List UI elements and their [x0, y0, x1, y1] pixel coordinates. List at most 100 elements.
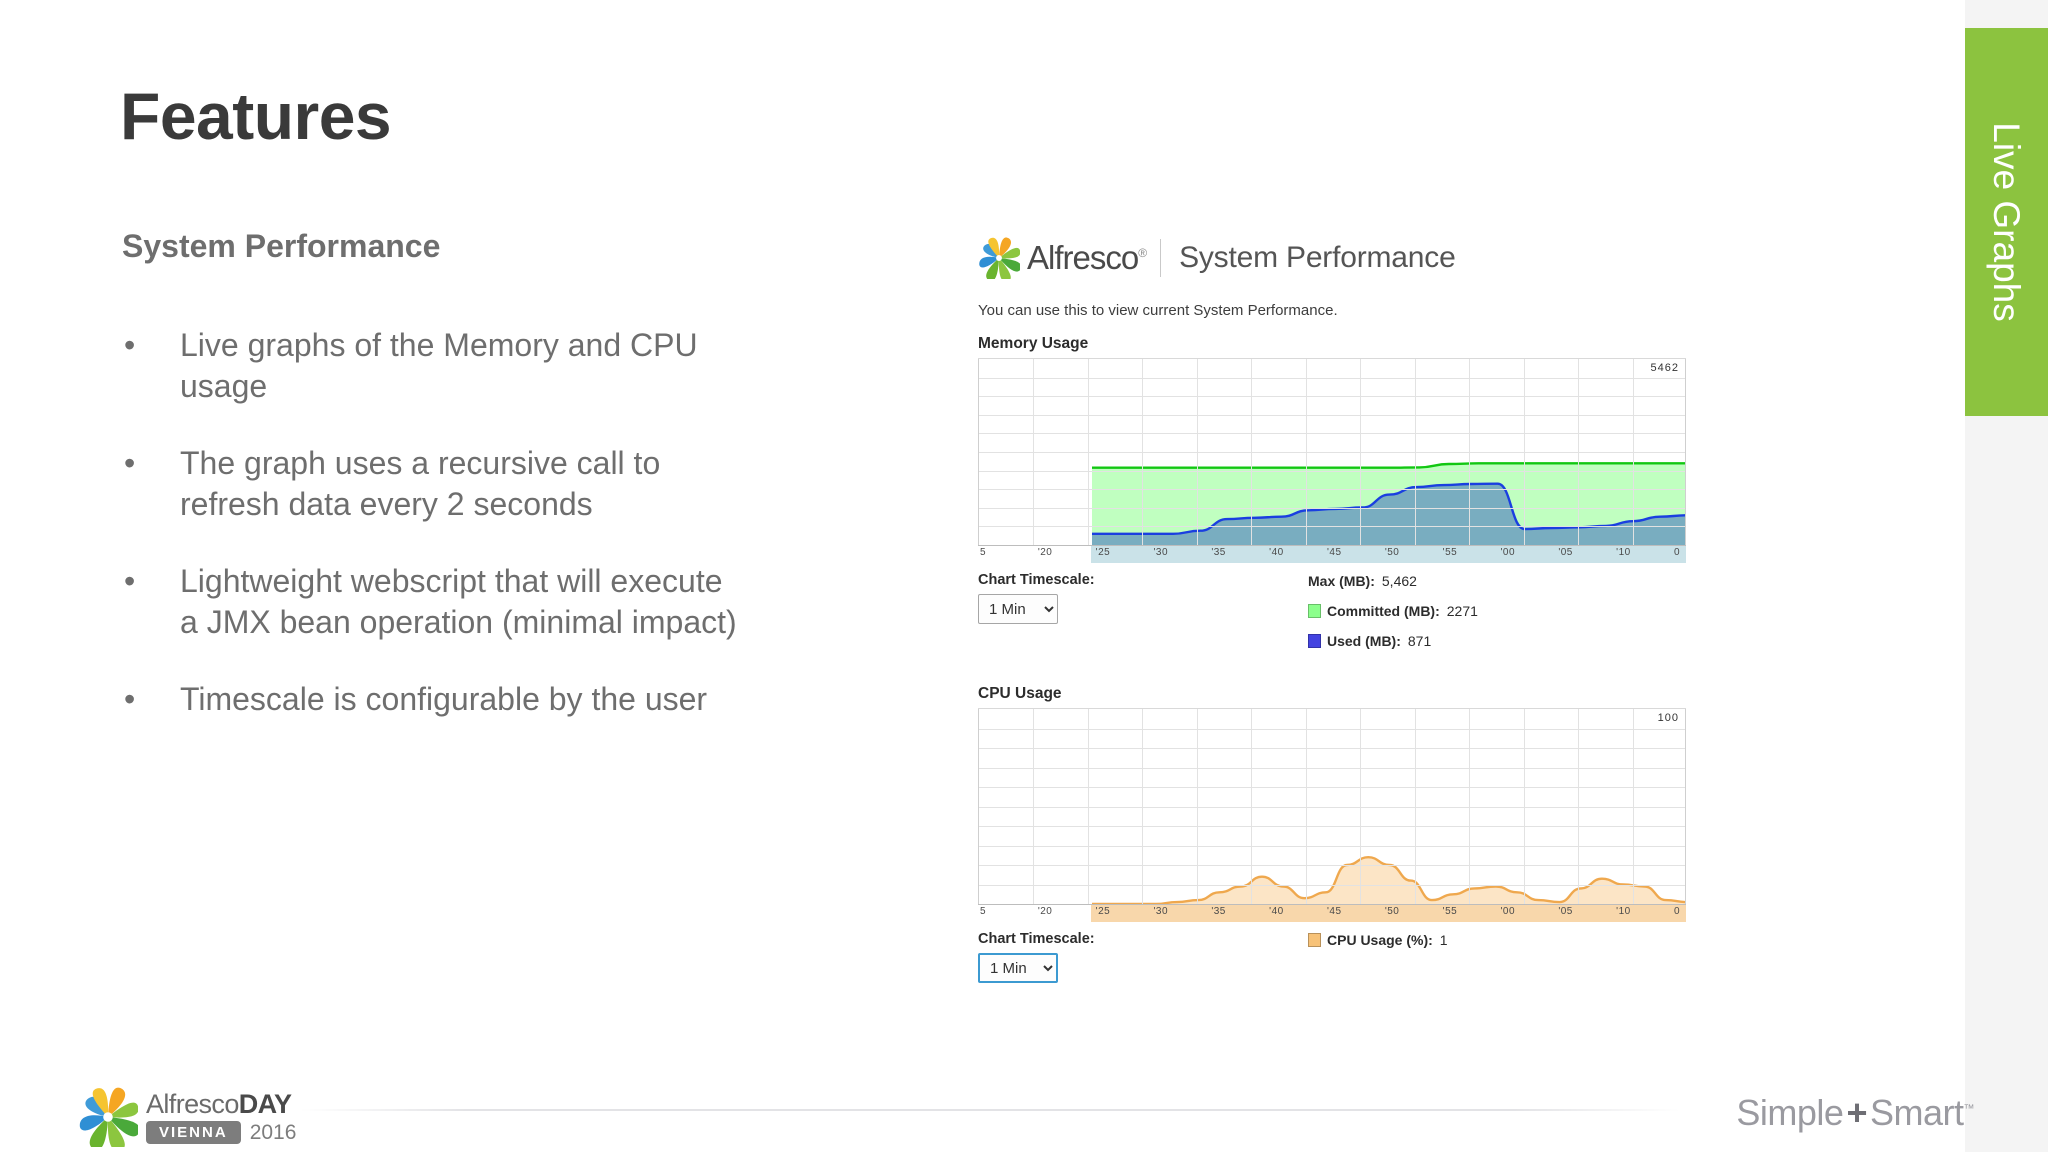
- app-title: System Performance: [1179, 241, 1456, 274]
- gridline-horizontal: [979, 470, 1685, 472]
- memory-stat-committed: Committed (MB): 2271: [1308, 603, 1686, 619]
- gridline-horizontal: [979, 452, 1685, 453]
- axis-tick-label: '30: [1153, 547, 1169, 558]
- axis-tick-label: '40: [1269, 906, 1284, 917]
- memory-stat-committed-value: 2271: [1446, 603, 1478, 619]
- page-subtitle: System Performance: [122, 228, 441, 264]
- axis-tick-label: 5: [980, 906, 987, 917]
- axis-tick-label: '00: [1500, 906, 1516, 917]
- axis-tick-label: '05: [1558, 906, 1573, 917]
- memory-controls-row: Chart Timescale: 1 Min5 Min10 Min30 Min1…: [978, 572, 1686, 663]
- memory-timescale-label: Chart Timescale:: [978, 572, 1095, 588]
- cpu-max-axis-label: 100: [1657, 712, 1679, 724]
- axis-tick-label: '10: [1616, 906, 1631, 917]
- gridline-horizontal: [979, 806, 1685, 808]
- page-title: Features: [120, 79, 392, 153]
- axis-tick-label: '10: [1616, 547, 1631, 558]
- axis-tick-label: '25: [1095, 547, 1111, 558]
- tagline-left: Simple: [1736, 1092, 1844, 1133]
- gridline-horizontal: [979, 845, 1685, 847]
- list-item: • Live graphs of the Memory and CPU usag…: [118, 325, 738, 407]
- memory-stat-used-value: 871: [1407, 633, 1432, 649]
- memory-max-axis-label: 5462: [1650, 362, 1679, 374]
- header-divider: [1160, 239, 1162, 277]
- axis-data-shade: [1091, 546, 1686, 563]
- memory-stat-committed-label: Committed (MB):: [1327, 603, 1440, 619]
- bullet-text: Timescale is configurable by the user: [180, 681, 708, 717]
- axis-tick-label: '05: [1558, 547, 1573, 558]
- cpu-color-swatch: [1308, 933, 1321, 947]
- bullet-list: • Live graphs of the Memory and CPU usag…: [118, 325, 738, 756]
- series-canvas: [1092, 462, 1685, 545]
- axis-data-shade: [1091, 905, 1686, 922]
- cpu-stat-label: CPU Usage (%):: [1327, 932, 1433, 948]
- gridline-horizontal: [979, 507, 1685, 509]
- footer-divider: [300, 1109, 1680, 1111]
- axis-tick-label: '00: [1500, 547, 1516, 558]
- memory-plot-area: 5462: [978, 359, 1686, 545]
- bullet-marker-icon: •: [124, 445, 136, 481]
- gridline-horizontal: [979, 526, 1685, 528]
- gridline-horizontal: [979, 489, 1685, 491]
- cpu-plot-area: 100: [978, 709, 1686, 904]
- memory-timescale-control: Chart Timescale: 1 Min5 Min10 Min30 Min1…: [978, 572, 1308, 663]
- used-color-swatch: [1308, 634, 1321, 648]
- tagline-right: Smart: [1869, 1092, 1964, 1133]
- bullet-text: Lightweight webscript that will execute …: [180, 563, 737, 640]
- bullet-marker-icon: •: [124, 327, 136, 363]
- list-item: • The graph uses a recursive call to ref…: [118, 443, 738, 525]
- axis-tick-label: '45: [1327, 547, 1342, 558]
- axis-tick-label: '30: [1153, 906, 1169, 917]
- memory-stat-used-label: Used (MB):: [1327, 633, 1401, 649]
- axis-tick-label: '20: [1037, 547, 1053, 558]
- memory-stat-used: Used (MB): 871: [1308, 633, 1686, 649]
- memory-chart-title: Memory Usage: [978, 335, 1089, 352]
- list-item: • Lightweight webscript that will execut…: [118, 561, 738, 643]
- event-logo-line1: AlfrescoDAY: [146, 1088, 292, 1119]
- gridline-horizontal: [979, 414, 1685, 416]
- event-logo-text: AlfrescoDAY VIENNA 2016: [146, 1090, 296, 1145]
- alfresco-day-logo-icon: [78, 1087, 140, 1152]
- axis-tick-label: '40: [1269, 547, 1284, 558]
- memory-timescale-select[interactable]: 1 Min5 Min10 Min30 Min1 Hour: [978, 594, 1058, 624]
- event-logo: AlfrescoDAY VIENNA 2016: [78, 1087, 296, 1152]
- gridline-horizontal: [979, 865, 1685, 866]
- cpu-stat-usage: CPU Usage (%): 1: [1308, 932, 1686, 948]
- bullet-text: Live graphs of the Memory and CPU usage: [180, 327, 698, 404]
- gridline-horizontal: [979, 433, 1685, 435]
- axis-tick-label: '55: [1442, 906, 1458, 917]
- section-tab-live-graphs: Live Graphs: [1965, 28, 2048, 416]
- event-city-badge: VIENNA: [146, 1121, 241, 1144]
- event-logo-line2: VIENNA 2016: [146, 1121, 296, 1145]
- gridline-horizontal: [979, 884, 1685, 886]
- list-item: • Timescale is configurable by the user: [118, 679, 738, 720]
- gridline-horizontal: [979, 767, 1685, 769]
- cpu-timescale-label: Chart Timescale:: [978, 931, 1095, 947]
- memory-stat-max: Max (MB): 5,462: [1308, 573, 1686, 589]
- memory-legend: Max (MB): 5,462 Committed (MB): 2271 Use…: [1308, 572, 1686, 663]
- tagline: Simple+Smart™: [1736, 1092, 1974, 1134]
- gridline-horizontal: [979, 728, 1685, 730]
- series-line: [1092, 462, 1685, 469]
- bullet-text: The graph uses a recursive call to refre…: [180, 445, 661, 522]
- app-description: You can use this to view current System …: [978, 302, 1338, 319]
- axis-tick-label: '25: [1095, 906, 1111, 917]
- gridline-horizontal: [979, 396, 1685, 398]
- gridline-horizontal: [979, 748, 1685, 749]
- axis-tick-label: '55: [1442, 547, 1458, 558]
- app-header: Alfresco® System Performance: [978, 232, 1686, 284]
- cpu-chart-title: CPU Usage: [978, 685, 1062, 702]
- section-tab-label: Live Graphs: [1986, 122, 2028, 322]
- cpu-timescale-select[interactable]: 1 Min5 Min10 Min30 Min1 Hour: [978, 953, 1058, 983]
- tagline-trademark: ™: [1963, 1103, 1975, 1115]
- brand-trademark: ®: [1138, 246, 1147, 260]
- brand-wordmark: Alfresco®: [1027, 239, 1147, 276]
- axis-tick-label: 0: [1674, 547, 1681, 558]
- axis-tick-label: '35: [1211, 547, 1226, 558]
- axis-tick-label: 5: [980, 547, 987, 558]
- axis-tick-label: '35: [1211, 906, 1226, 917]
- bullet-marker-icon: •: [124, 563, 136, 599]
